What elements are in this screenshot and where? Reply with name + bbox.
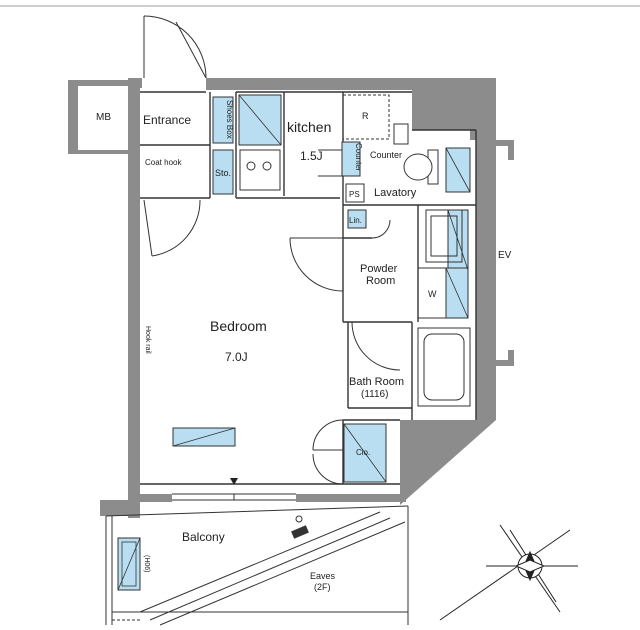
label-ps: PS — [349, 190, 360, 199]
label-bedroom: Bedroom — [210, 318, 267, 334]
label-powder-room-2: Room — [366, 275, 395, 287]
label-lavatory: Lavatory — [374, 187, 417, 199]
label-entrance: Entrance — [143, 113, 191, 127]
label-kitchen: kitchen — [287, 119, 331, 135]
label-eaves: Eaves — [310, 571, 336, 581]
walls — [68, 78, 514, 518]
label-linen: Lin. — [349, 216, 362, 225]
refrigerator-icon — [342, 94, 390, 140]
drain-icon — [291, 525, 309, 539]
entry-marker-icon — [230, 478, 238, 485]
label-counter: Counter — [370, 150, 402, 160]
label-height-note: (H06) — [143, 555, 150, 573]
doors — [143, 15, 401, 485]
label-kitchen-size: 1.5J — [300, 149, 323, 163]
label-shoes-box: Shoes Box — [225, 100, 234, 139]
label-washer: W — [428, 289, 437, 299]
shoes-box — [212, 96, 234, 144]
compass-icon — [439, 524, 578, 621]
balcony-outline — [105, 505, 409, 626]
fixture-details — [117, 94, 471, 591]
linen-shelf — [347, 209, 367, 229]
label-refrigerator: R — [362, 111, 369, 121]
vanity-icon — [417, 209, 463, 319]
toilet-icon — [403, 149, 439, 185]
label-powder-room: Powder — [360, 263, 398, 275]
label-bath-room: Bath Room — [349, 376, 404, 388]
counter-small — [393, 123, 409, 145]
label-ev: EV — [498, 250, 512, 261]
label-mb: MB — [96, 112, 111, 123]
label-coat-hook: Coat hook — [145, 158, 182, 167]
room-labels: MB Entrance Shoes Box Coat hook Sto. kit… — [96, 100, 512, 592]
label-counter-vertical: Counter — [354, 143, 363, 172]
balcony-door — [172, 493, 296, 501]
label-storage: Sto. — [215, 168, 231, 178]
stove-icon — [239, 149, 281, 191]
label-bedroom-size: 7.0J — [225, 350, 248, 364]
ps-box — [345, 183, 365, 203]
label-balcony: Balcony — [182, 530, 225, 544]
storage-cabinet — [212, 149, 234, 195]
label-hook-rail: Hook rail — [144, 326, 151, 354]
counter-kitchen — [341, 141, 361, 177]
label-closet: Clo. — [356, 448, 370, 457]
label-eaves-floor: (2F) — [314, 582, 331, 592]
bathtub-icon — [417, 327, 471, 407]
label-bath-size: (1116) — [361, 389, 388, 400]
